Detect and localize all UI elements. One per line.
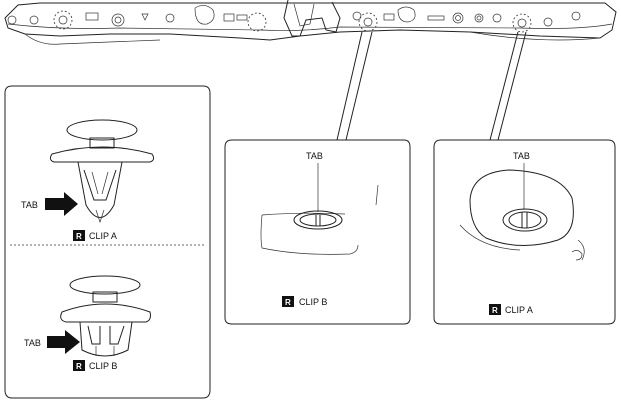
clip-a-label: CLIP A [89,231,117,241]
clip-location-marker [247,12,267,32]
svg-text:R: R [76,232,82,241]
tab-arrow-icon [45,192,78,216]
clip-types-panel: TAB R CLIP A TAB R CLIP B [4,85,211,399]
svg-text:R: R [492,306,498,315]
clip-location-marker [358,12,378,32]
clip-b-illustration [60,275,151,357]
clip-a-illustration [49,119,155,224]
clip-a-detail-panel: TAB R CLIP A [433,31,616,325]
r-badge-icon [73,360,85,371]
tab-label-detail-a: TAB [513,151,530,161]
tab-label-clip-a: TAB [21,200,38,210]
svg-text:R: R [285,298,291,307]
clip-a-detail-label: CLIP A [505,305,533,315]
clip-location-marker [512,13,532,33]
svg-text:R: R [76,362,82,371]
r-badge-icon [282,296,294,307]
tab-label-detail-b: TAB [306,151,323,161]
r-badge-icon [489,304,501,315]
tab-arrow-icon [47,330,80,354]
tab-label-clip-b: TAB [24,338,41,348]
clip-b-label: CLIP B [89,361,117,371]
clip-b-detail-panel: TAB R CLIP B [224,31,411,325]
roof-panel-strip [4,0,617,45]
clip-b-caption: R CLIP B [73,360,117,371]
clip-a-caption: R CLIP A [73,230,117,241]
clip-location-marker [53,10,73,30]
clip-b-detail-label: CLIP B [299,297,327,307]
r-badge-icon [73,230,85,241]
